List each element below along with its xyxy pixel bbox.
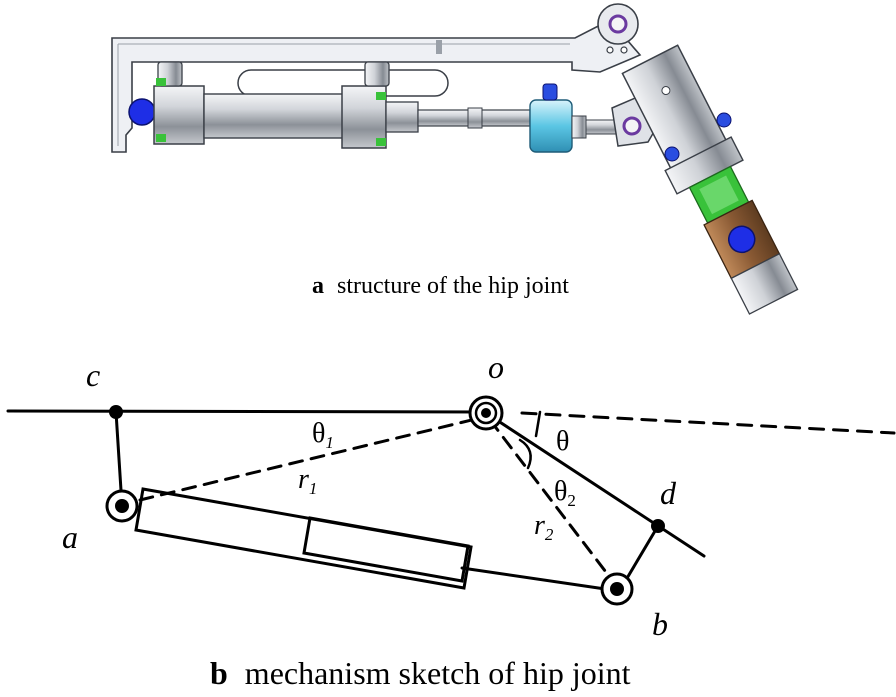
thigh-actuator <box>621 44 799 315</box>
caption-b-text: mechanism sketch of hip joint <box>245 655 631 691</box>
green-fitting <box>376 138 386 146</box>
label-r2: r2 <box>534 510 554 544</box>
label-theta1-symbol: θ <box>312 418 325 449</box>
label-theta2: θ2 <box>554 476 576 510</box>
hip-joint-structure-render <box>111 3 799 315</box>
bracket-small-tab <box>436 40 442 54</box>
joint-b <box>600 572 634 606</box>
joint-a <box>105 489 139 523</box>
ground-line <box>6 409 488 414</box>
label-theta2-symbol: θ <box>554 476 567 507</box>
side-blue-bolt <box>664 146 680 162</box>
green-fitting <box>156 134 166 142</box>
green-fitting <box>376 92 386 100</box>
thigh-extension-dashed <box>520 411 896 435</box>
label-r1-symbol: r <box>298 464 309 495</box>
piston-rod-line <box>460 566 614 592</box>
angle-arc-theta <box>534 410 542 438</box>
label-b: b <box>652 606 668 642</box>
angle-arc-theta2 <box>518 438 532 470</box>
cylinder-neck <box>385 101 419 133</box>
label-theta1: θ1 <box>312 418 334 452</box>
rod-collar <box>467 107 483 129</box>
side-blue-bolt <box>716 112 732 128</box>
label-r1-sub: 1 <box>309 479 318 498</box>
caption-a: a structure of the hip joint <box>312 273 569 299</box>
green-fitting <box>156 78 166 86</box>
label-d: d <box>660 475 677 511</box>
caption-b: b mechanism sketch of hip joint <box>210 655 631 691</box>
caption-a-letter: a <box>312 273 324 299</box>
radius-r1-dashed <box>138 416 482 502</box>
cylinder-front-nut <box>364 61 390 87</box>
label-theta1-sub: 1 <box>325 433 334 452</box>
joint-o <box>468 395 504 431</box>
left-blue-pin <box>128 98 156 126</box>
caption-b-letter: b <box>210 655 228 691</box>
sketch-labels: c o a b d <box>62 349 677 642</box>
sensor-top-knob <box>542 83 558 101</box>
sensor-nut <box>571 115 587 139</box>
sketch-joints <box>105 395 665 606</box>
caption-a-text: structure of the hip joint <box>337 273 569 299</box>
label-r1: r1 <box>298 464 317 498</box>
label-o: o <box>488 349 504 385</box>
label-r2-sub: 2 <box>545 525 554 544</box>
label-theta: θ <box>556 426 569 457</box>
cyan-sensor-block <box>529 99 573 153</box>
top-pivot-bolt <box>608 14 628 34</box>
rod-end <box>585 119 617 135</box>
small-hole <box>606 46 614 54</box>
label-theta2-sub: 2 <box>567 491 576 510</box>
radius-r2-dashed <box>488 418 614 582</box>
linkage-bolt <box>622 116 642 136</box>
joint-c <box>109 405 123 419</box>
label-c: c <box>86 357 100 393</box>
actuator-rod-housing <box>302 516 470 583</box>
label-r2-symbol: r <box>534 510 545 541</box>
cylinder-barrel <box>203 93 345 139</box>
small-hole <box>620 46 628 54</box>
angle-labels: θ θ1 θ2 r1 r2 <box>298 418 576 544</box>
label-a: a <box>62 519 78 555</box>
mechanism-sketch <box>6 409 896 592</box>
joint-d <box>651 519 665 533</box>
link-o-d <box>484 411 706 558</box>
bracket-inner-edge <box>117 43 570 146</box>
